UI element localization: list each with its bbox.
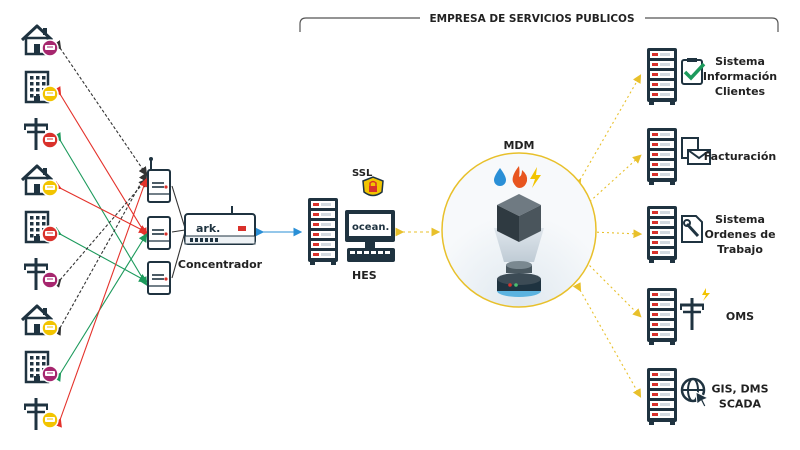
utility-icons [494,166,541,188]
systems-column: SistemaInformaciónClientesFacturaciónSis… [647,48,777,425]
power-pole-icon [24,258,48,290]
middle-column: ark. Concentrador SSL ocean. HES MDM [147,139,597,308]
system-label: Ordenes de [704,228,775,241]
system-server-rack-icon [647,128,677,185]
repeater-concentrator-line [171,229,186,233]
system-server-rack-icon [647,48,677,105]
concentrator-label: Concentrador [178,258,263,271]
system-label: OMS [726,310,754,323]
repeater-icon [147,169,171,203]
mdm-system-link [585,227,643,239]
ssl-shield-icon [362,176,384,197]
endpoint-item [24,210,59,244]
repeater-concentrator-line [171,185,186,229]
hes-server-rack-icon [308,198,338,265]
checklist-icon [681,58,706,85]
meter-magenta-icon [41,365,59,383]
system-label: Trabajo [717,243,763,256]
system-server-rack-icon [647,368,677,425]
cursor-icon [695,391,710,408]
endpoint-item [24,350,59,384]
mdm-platform-icon [497,261,541,297]
power-pole-icon [24,398,48,430]
lightning-icon [702,288,710,301]
connection-lines [52,40,643,428]
endpoint-column [20,24,59,430]
header-bracket: EMPRESA DE SERVICIOS PUBLICOS [299,13,779,32]
invoice-envelope-icon [681,137,711,165]
power-pole-icon [680,288,710,330]
endpoint-item [24,398,59,430]
hes-brand: ocean. [352,222,389,233]
system-server-rack-icon [647,288,677,345]
concentrator-brand: ark. [196,222,220,235]
meter-link-line [52,86,148,237]
antenna-tip-icon [149,157,153,161]
endpoint-item [20,304,59,337]
endpoint-item [24,258,59,290]
system-server-rack-icon [647,206,677,263]
endpoint-item [24,70,59,104]
system-label: Información [703,70,777,83]
meter-yellow-icon [41,85,59,103]
wrench-document-icon [681,215,703,243]
mdm-light-beam [494,228,544,262]
meter-red-icon [41,131,59,149]
endpoint-item [20,24,59,57]
meter-magenta-icon [41,271,59,289]
hes-label: HES [352,269,377,282]
mdm-system-link [572,282,642,398]
ssl-label: SSL [352,168,373,179]
house-icon [20,24,54,56]
power-pole-icon [24,118,48,150]
hes-monitor: ocean. [345,210,395,262]
water-drop-icon [494,168,506,186]
endpoint-item [24,118,59,150]
system-label: SCADA [719,398,762,411]
system-label: Facturación [704,150,776,163]
oms-power-pole-icon [680,298,704,330]
meter-magenta-icon [41,39,59,57]
system-item: Facturación [647,128,776,185]
system-item: OMS [647,288,754,345]
fire-icon [512,166,528,188]
meter-red-icon [41,225,59,243]
mdm-system-link [578,154,642,213]
meter-yellow-icon [41,411,59,429]
system-label: GIS, DMS [711,383,768,396]
meter-yellow-icon [41,319,59,337]
endpoint-item [20,164,59,197]
system-item: GIS, DMS SCADA [647,368,769,425]
repeater-icon [147,261,171,295]
database-cube-icon [497,194,541,242]
concentrator-device: ark. [184,206,256,245]
meter-link-line [53,177,148,428]
globe-cursor-icon [680,377,710,408]
mdm-system-link [578,254,642,318]
repeater-concentrator-line [171,231,186,279]
meter-yellow-icon [41,179,59,197]
meter-link-line [52,226,148,283]
lightning-icon [530,167,541,188]
mdm-label: MDM [503,139,534,152]
header-title: EMPRESA DE SERVICIOS PUBLICOS [429,13,634,25]
system-label: Sistema [715,55,765,68]
meter-link-line [52,40,148,176]
repeater-icon [147,216,171,250]
meter-link-line [52,132,148,286]
system-label: Clientes [715,85,766,98]
system-label: Sistema [715,213,765,226]
hes-keyboard-icon [347,248,395,262]
